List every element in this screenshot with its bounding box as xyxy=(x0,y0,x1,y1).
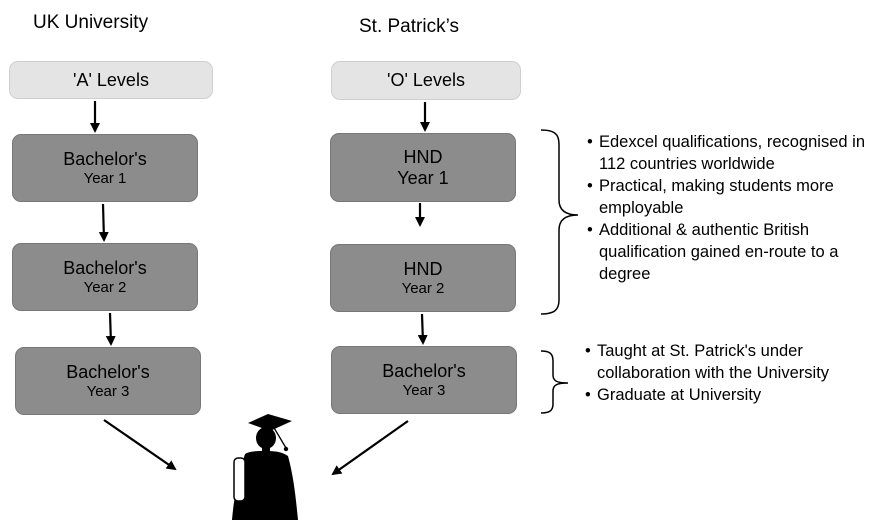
box-sublabel: Year 2 xyxy=(83,278,127,296)
box-label: Bachelor's xyxy=(382,361,466,382)
arrow-uk-y1-to-y2 xyxy=(98,203,109,242)
box-sublabel: Year 2 xyxy=(401,279,445,297)
sp-o-levels-box: 'O' Levels xyxy=(331,61,521,100)
box-label: Bachelor's xyxy=(63,149,147,170)
sp-hnd-year1-box: HND Year 1 xyxy=(330,133,516,202)
uk-bachelors-year1-box: Bachelor's Year 1 xyxy=(12,134,198,202)
uk-a-levels-box: 'A' Levels xyxy=(9,61,213,99)
brace-hnd xyxy=(540,129,579,315)
box-label: Bachelor's xyxy=(66,362,150,383)
box-label: Bachelor's xyxy=(63,258,147,279)
arrow-uk-y3-to-graduate xyxy=(103,419,177,471)
box-sublabel: Year 1 xyxy=(397,167,449,188)
notes-hnd-list: Edexcel qualifications, recognised in 11… xyxy=(587,131,889,285)
brace-bachelors-y3 xyxy=(540,350,569,414)
list-item: Edexcel qualifications, recognised in 11… xyxy=(587,131,889,175)
uk-university-title: UK University xyxy=(33,12,149,33)
graduate-silhouette-icon xyxy=(232,414,298,520)
box-label: 'O' Levels xyxy=(387,70,465,91)
box-label: 'A' Levels xyxy=(73,69,149,90)
list-item: Graduate at University xyxy=(585,384,835,406)
box-label: HND xyxy=(403,146,443,167)
st-patricks-title: St. Patrick’s xyxy=(359,16,459,37)
sp-bachelors-year3-box: Bachelor's Year 3 xyxy=(331,346,517,414)
uk-bachelors-year3-box: Bachelor's Year 3 xyxy=(15,347,201,415)
box-label: HND xyxy=(403,259,443,280)
list-item: Additional & authentic British qualifica… xyxy=(587,219,889,285)
arrow-sp-y2-to-y3 xyxy=(417,313,428,345)
box-sublabel: Year 3 xyxy=(402,381,446,399)
list-item: Practical, making students more employab… xyxy=(587,175,889,219)
notes-bachelors-list: Taught at St. Patrick's under collaborat… xyxy=(585,340,835,406)
uk-bachelors-year2-box: Bachelor's Year 2 xyxy=(12,243,198,311)
arrow-sp-y3-to-graduate xyxy=(331,420,409,476)
box-sublabel: Year 1 xyxy=(83,169,127,187)
list-item: Taught at St. Patrick's under collaborat… xyxy=(585,340,835,384)
sp-hnd-year2-box: HND Year 2 xyxy=(330,244,516,312)
box-sublabel: Year 3 xyxy=(86,382,130,400)
arrow-uk-y2-to-y3 xyxy=(105,312,116,346)
